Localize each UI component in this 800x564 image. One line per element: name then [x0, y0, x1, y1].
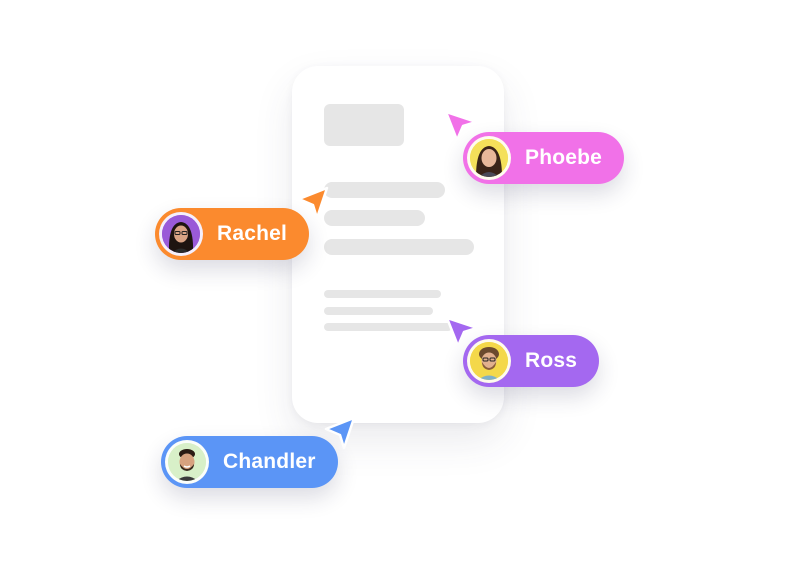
collaborator-name: Ross	[525, 349, 578, 372]
ross-cursor-icon	[443, 314, 481, 352]
chandler-cursor-icon	[320, 414, 358, 452]
chandler-avatar-icon	[165, 440, 209, 484]
rachel-avatar-icon	[159, 212, 203, 256]
doc-small-text-placeholder	[324, 290, 441, 298]
phoebe-cursor-icon	[442, 108, 480, 146]
collaborator-badge-rachel: Rachel	[155, 208, 310, 260]
collaborator-name: Phoebe	[525, 146, 603, 169]
phoebe-avatar-icon	[467, 136, 511, 180]
collaborator-badge-chandler: Chandler	[161, 436, 338, 488]
doc-text-placeholder	[324, 239, 474, 255]
doc-small-text-placeholder	[324, 323, 452, 331]
ross-avatar-icon	[467, 339, 511, 383]
doc-title-placeholder	[324, 104, 404, 146]
collaborator-badge-ross: Ross	[463, 335, 600, 387]
doc-text-placeholder	[324, 210, 425, 226]
collaborator-name: Rachel	[217, 222, 288, 245]
collaborator-name: Chandler	[223, 450, 316, 473]
doc-text-placeholder	[324, 182, 445, 198]
doc-small-text-placeholder	[324, 307, 433, 315]
rachel-cursor-icon	[293, 184, 331, 222]
collaborator-badge-phoebe: Phoebe	[463, 132, 625, 184]
